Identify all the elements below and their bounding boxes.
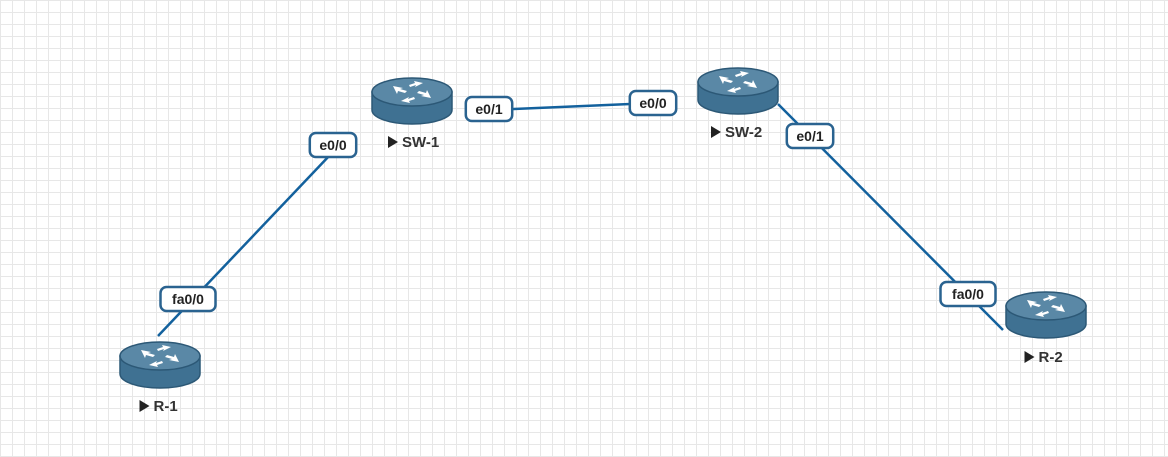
router-icon[interactable] — [1005, 291, 1087, 339]
play-icon[interactable] — [1024, 351, 1035, 363]
iface-label-sw-2-e0-1-box — [785, 122, 835, 150]
iface-label-sw-2-e0-0-box — [628, 89, 678, 117]
nodes-layer: R-1 SW-1 SW-2R-2 — [119, 67, 1087, 415]
node-label-sw-2: SW-2 — [725, 124, 762, 141]
node-sw-1[interactable]: SW-1 — [371, 77, 453, 151]
iface-label-r-1-fa0-0[interactable]: fa0/0 — [159, 285, 217, 313]
iface-label-r-2-fa0-0[interactable]: fa0/0 — [939, 280, 997, 308]
router-icon[interactable] — [119, 341, 201, 389]
router-icon[interactable] — [371, 77, 453, 125]
iface-label-sw-1-e0-1-text: e0/1 — [475, 101, 502, 117]
play-icon[interactable] — [711, 126, 721, 138]
iface-label-sw-1-e0-1-box — [464, 95, 514, 123]
iface-label-r-1-fa0-0-text: fa0/0 — [172, 291, 204, 307]
node-sw-2[interactable]: SW-2 — [697, 67, 779, 141]
iface-label-r-1-fa0-0-box — [159, 285, 217, 313]
node-r-1[interactable]: R-1 — [119, 341, 201, 415]
iface-label-r-2-fa0-0-text: fa0/0 — [952, 286, 984, 302]
iface-label-r-2-fa0-0-box — [939, 280, 997, 308]
router-icon[interactable] — [697, 67, 779, 115]
iface-label-sw-1-e0-0[interactable]: e0/0 — [308, 131, 358, 159]
link-sw-1-sw-2[interactable] — [489, 101, 653, 112]
iface-label-sw-1-e0-0-text: e0/0 — [319, 137, 346, 153]
iface-label-sw-1-e0-0-box — [308, 131, 358, 159]
node-label-r-1: R-1 — [154, 398, 178, 415]
iface-label-sw-2-e0-1-text: e0/1 — [796, 128, 823, 144]
iface-label-sw-2-e0-1[interactable]: e0/1 — [785, 122, 835, 150]
node-r-2[interactable]: R-2 — [1005, 291, 1087, 366]
node-label-r-2: R-2 — [1039, 349, 1063, 366]
iface-label-sw-2-e0-0-text: e0/0 — [639, 95, 666, 111]
interface-labels-layer: fa0/0 e0/0 e0/1 e0/0 e0/1 fa0/0 — [159, 89, 997, 313]
iface-label-sw-2-e0-0[interactable]: e0/0 — [628, 89, 678, 117]
links-layer — [157, 101, 1004, 337]
iface-label-sw-1-e0-1[interactable]: e0/1 — [464, 95, 514, 123]
node-label-sw-1: SW-1 — [402, 134, 439, 151]
play-icon[interactable] — [388, 136, 398, 148]
play-icon[interactable] — [139, 400, 150, 412]
